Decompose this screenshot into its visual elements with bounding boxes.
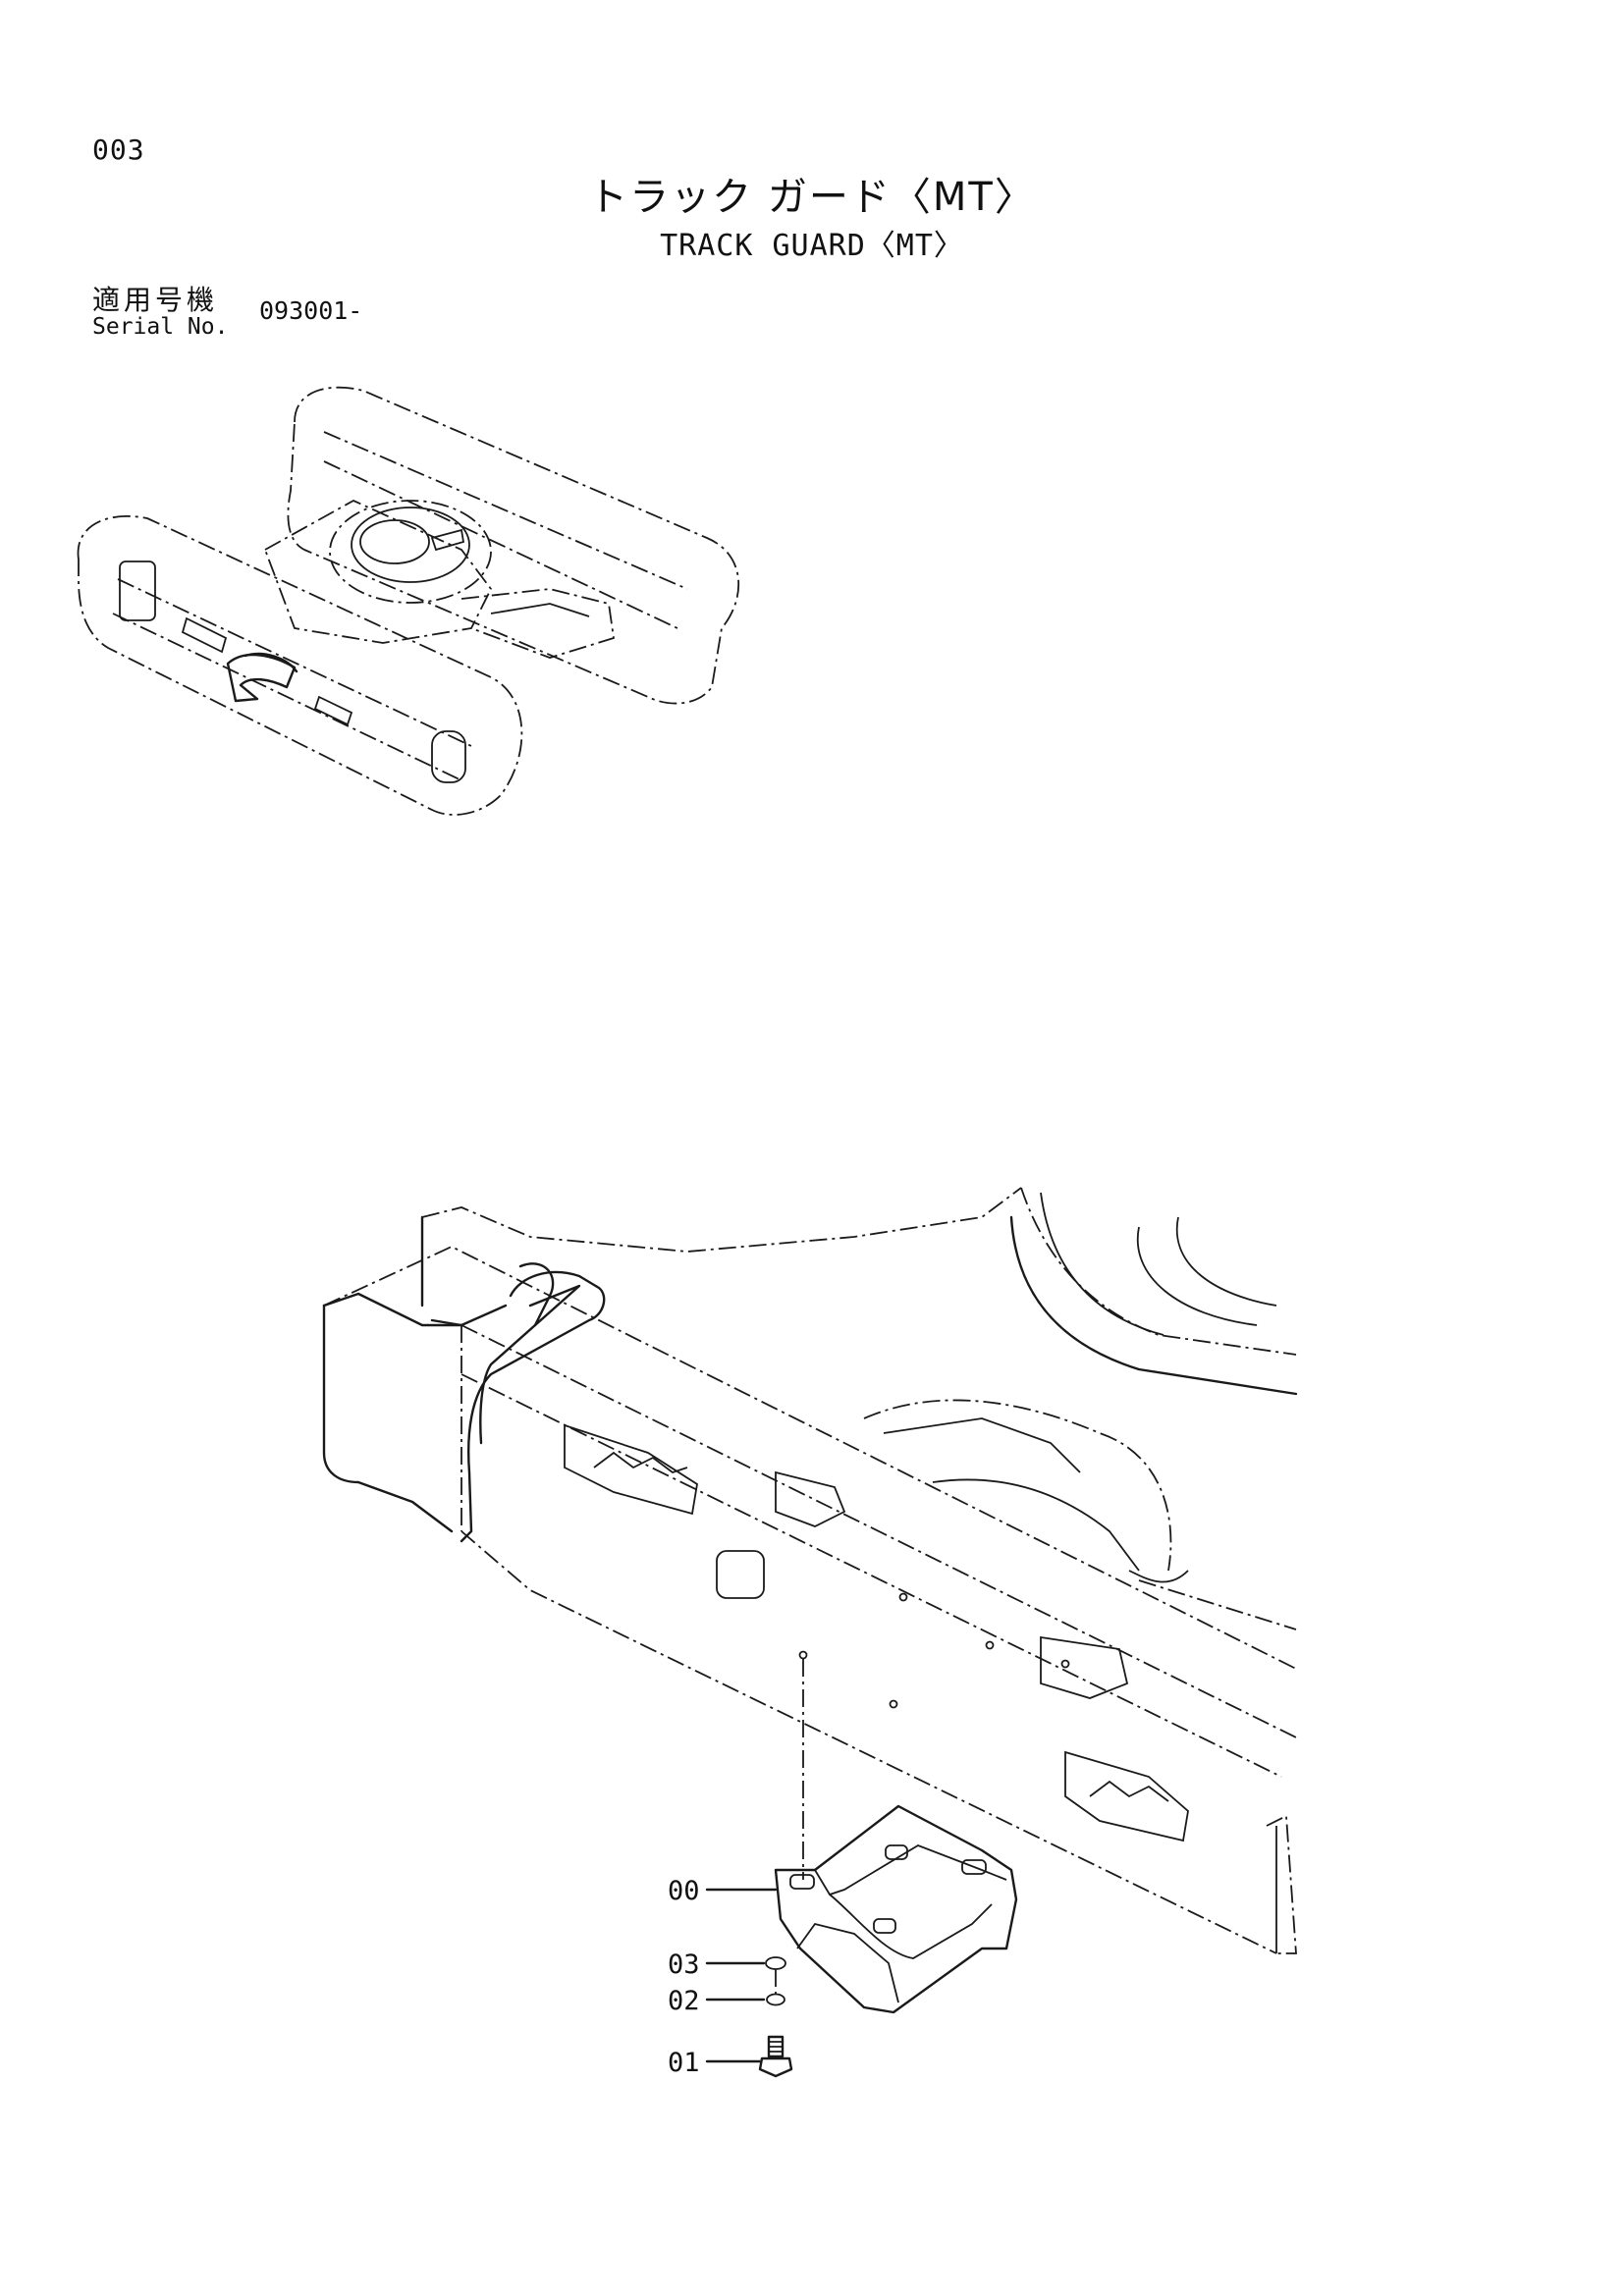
spring-washer-icon: [766, 1993, 785, 2006]
page-title-english: TRACK GUARD〈MT〉: [660, 229, 964, 263]
serial-label-english: Serial No.: [92, 314, 229, 340]
callout-00-label: 00: [668, 1876, 700, 1906]
callout-03-label: 03: [668, 1949, 700, 1980]
track-frame-illustration: [322, 1187, 1298, 1954]
undercarriage-overview-illustration: [77, 386, 740, 816]
washer-icon: [765, 1956, 786, 1970]
callout-01-label: 01: [668, 2048, 700, 2078]
track-guard-part: [774, 1804, 1018, 2014]
page-title-japanese: トラック ガード〈MT〉: [588, 175, 1036, 220]
serial-label-japanese: 適用号機: [92, 284, 219, 316]
serial-number-value: 093001-: [259, 296, 363, 325]
bolt-icon: [758, 2035, 793, 2078]
page-number: 003: [92, 133, 145, 166]
callout-02-label: 02: [668, 1986, 700, 2016]
